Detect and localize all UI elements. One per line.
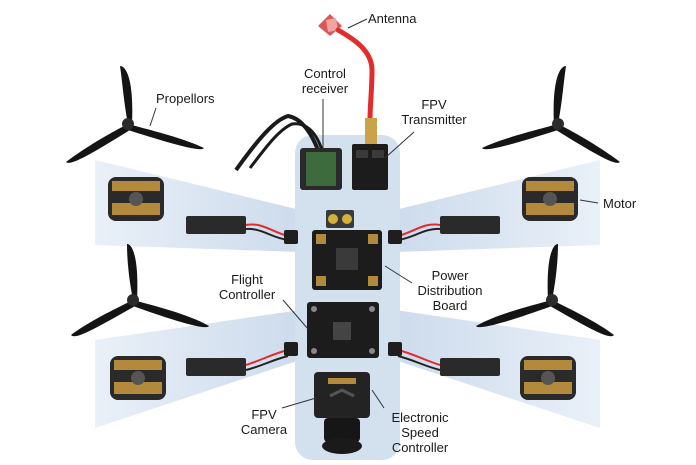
label-motor: Motor	[603, 196, 636, 211]
propeller-icon	[71, 244, 209, 337]
leader-fpv-camera	[281, 397, 317, 409]
label-antenna-text: Antenna	[368, 11, 417, 26]
label-line: Board	[432, 298, 468, 313]
antenna-icon	[318, 14, 377, 144]
leader-antenna	[347, 18, 368, 29]
label-motor-text: Motor	[603, 196, 637, 211]
label-line: FPV	[251, 407, 277, 422]
label-electronic-speed-controller: Electronic Speed Controller	[380, 410, 460, 455]
label-line: FPV	[421, 97, 447, 112]
label-flight-controller: Flight Controller	[208, 272, 286, 302]
label-line: Distribution	[417, 283, 483, 298]
label-line: Flight	[231, 272, 263, 287]
motor-icon	[522, 177, 578, 221]
motor-icon	[520, 356, 576, 400]
leader-propellors	[149, 107, 157, 127]
label-power-distribution-board: Power Distribution Board	[408, 268, 492, 313]
label-control-receiver: Control receiver	[296, 66, 354, 96]
esc-icon	[186, 216, 298, 244]
label-line: Power	[431, 268, 469, 283]
motor-icon	[108, 177, 164, 221]
esc-icon	[388, 216, 500, 244]
label-fpv-transmitter: FPV Transmitter	[397, 97, 471, 127]
esc-icon	[186, 342, 298, 376]
transmitter-icon	[352, 144, 388, 190]
pdb-icon	[312, 210, 382, 290]
leader-fpv-transmitter	[384, 131, 415, 159]
propeller-icon	[476, 244, 614, 337]
label-antenna: Antenna	[368, 11, 416, 26]
leader-motor	[579, 199, 599, 204]
receiver-icon	[234, 113, 342, 190]
label-line: Control	[304, 66, 346, 81]
leader-esc	[371, 389, 385, 409]
camera-icon	[314, 372, 370, 454]
flight-controller-icon	[307, 302, 379, 358]
label-propellors: Propellors	[156, 91, 215, 106]
propeller-icon	[66, 66, 204, 163]
label-line: Camera	[240, 422, 288, 437]
label-line: Electronic	[391, 410, 449, 425]
label-fpv-camera: FPV Camera	[238, 407, 290, 437]
leader-lines	[149, 18, 599, 409]
label-propellors-text: Propellors	[156, 91, 215, 106]
label-line: Controller	[391, 440, 449, 455]
label-line: Controller	[218, 287, 276, 302]
leader-flight-controller	[282, 299, 309, 330]
label-line: receiver	[301, 81, 349, 96]
label-line: Transmitter	[401, 112, 467, 127]
label-line: Speed	[401, 425, 439, 440]
leader-power-distribution	[384, 265, 413, 284]
esc-icon	[388, 342, 500, 376]
motor-icon	[110, 356, 166, 400]
propeller-icon	[482, 66, 620, 163]
